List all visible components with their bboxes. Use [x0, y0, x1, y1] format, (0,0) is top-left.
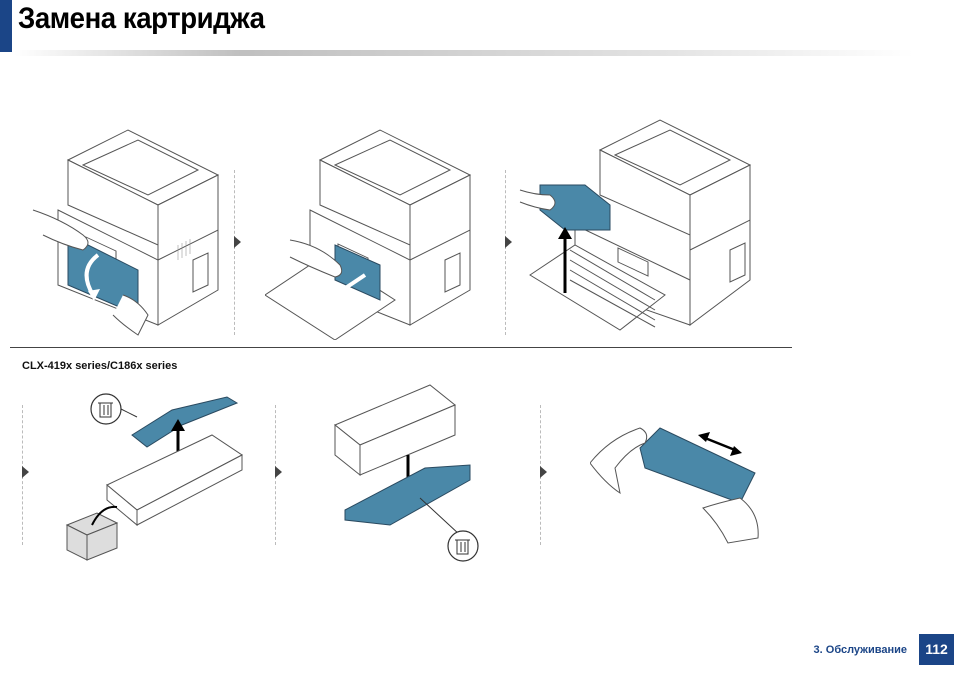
recycle-bin-icon [90, 393, 122, 425]
illustration-pull-cartridge-tray [265, 129, 472, 340]
illustration-shake-cartridge [590, 427, 759, 544]
step-arrow-icon [540, 466, 547, 478]
recycle-bin-icon [447, 530, 479, 562]
step-arrow-icon [505, 236, 512, 248]
section-label: CLX-419x series/C186x series [22, 360, 178, 372]
footer-chapter: 3. Обслуживание [813, 644, 907, 656]
illustration-open-front-door [32, 129, 220, 336]
step-arrow-icon [22, 466, 29, 478]
step-arrow-icon [234, 236, 241, 248]
step-arrow-icon [275, 466, 282, 478]
double-arrow-icon [698, 432, 742, 456]
section-rule [10, 347, 792, 348]
title-underline [14, 50, 914, 56]
step-divider [505, 170, 506, 335]
illustration-remove-used-cartridge [519, 119, 752, 331]
page-number-badge: 112 [919, 634, 954, 665]
step-divider [234, 170, 235, 335]
illustration-remove-protective-cover [334, 384, 479, 562]
page-title: Замена картриджа [18, 2, 265, 35]
title-accent-bar [0, 0, 12, 52]
illustration-unpack-new-cartridge [65, 393, 243, 561]
